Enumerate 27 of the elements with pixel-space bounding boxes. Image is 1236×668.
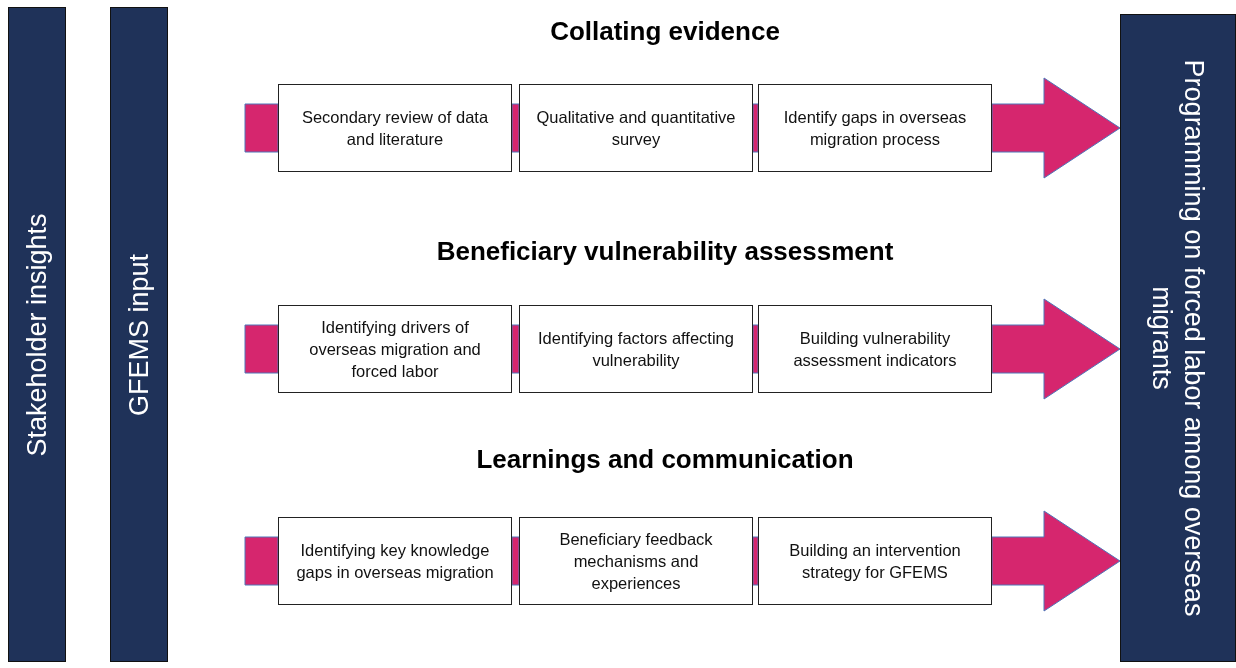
section-heading: Beneficiary vulnerability assessment xyxy=(435,236,895,267)
vertical-banner xyxy=(8,7,66,662)
vertical-banner xyxy=(1120,14,1236,662)
arrow-band xyxy=(244,536,279,586)
vertical-banner xyxy=(110,7,168,662)
banner-text: GFEMS input xyxy=(123,252,155,418)
process-box: Identifying key knowledge gaps in overseas migration xyxy=(278,517,512,605)
process-box: Secondary review of data and literature xyxy=(278,84,512,172)
arrow-band xyxy=(511,536,520,586)
arrow-band xyxy=(511,324,520,374)
process-box: Building an intervention strategy for GFEMS xyxy=(758,517,992,605)
arrow-band xyxy=(244,103,279,153)
process-box: Beneficiary feedback mechanisms and experiences xyxy=(519,517,753,605)
process-box: Qualitative and quantitative survey xyxy=(519,84,753,172)
banner-text: Stakeholder insights xyxy=(21,211,53,459)
block-arrow xyxy=(991,298,1121,400)
process-box: Building vulnerability assessment indicators xyxy=(758,305,992,393)
arrow-band xyxy=(244,324,279,374)
process-box: Identifying drivers of overseas migration and forced labor xyxy=(278,305,512,393)
arrow-band xyxy=(511,103,520,153)
block-arrow xyxy=(991,77,1121,179)
block-arrow xyxy=(991,510,1121,612)
banner-text: Programming on forced labor among overseas migrants xyxy=(1146,58,1210,619)
section-heading: Learnings and communication xyxy=(475,444,855,475)
section-heading: Collating evidence xyxy=(549,16,781,47)
process-box: Identify gaps in overseas migration process xyxy=(758,84,992,172)
process-box: Identifying factors affecting vulnerability xyxy=(519,305,753,393)
